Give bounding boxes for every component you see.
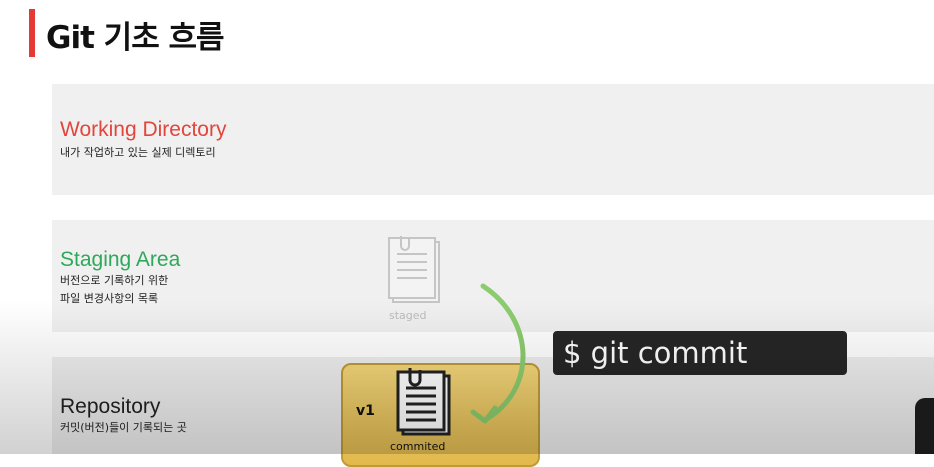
- commit-arrow-icon: [470, 283, 526, 424]
- document-icon: [396, 368, 451, 436]
- repository-label: Repository: [60, 395, 161, 418]
- document-icon: [388, 236, 440, 303]
- title-accent-bar: [29, 9, 35, 57]
- working-directory-band: [52, 84, 934, 195]
- staging-area-band: [52, 220, 934, 332]
- command-text: $ git commit: [563, 336, 748, 370]
- staging-area-desc: 버전으로 기록하기 위한 파일 변경사항의 목록: [60, 272, 168, 308]
- staged-label: staged: [389, 309, 427, 322]
- repository-desc: 커밋(버전)들이 기록되는 곳: [60, 419, 187, 437]
- commited-label: commited: [390, 440, 446, 453]
- staging-area-desc-line-1: 버전으로 기록하기 위한: [60, 274, 169, 287]
- slide-title: Git 기초 흐름: [46, 20, 225, 56]
- git-commit-command: $ git commit: [553, 331, 847, 375]
- staging-area-label: Staging Area: [60, 248, 181, 271]
- working-directory-desc-line: 내가 작업하고 있는 실제 디렉토리: [60, 146, 216, 159]
- working-directory-desc: 내가 작업하고 있는 실제 디렉토리: [60, 144, 216, 162]
- working-directory-label: Working Directory: [60, 118, 227, 141]
- corner-shadow: [915, 398, 934, 454]
- repository-desc-line: 커밋(버전)들이 기록되는 곳: [60, 421, 187, 434]
- staging-area-desc-line-2: 파일 변경사항의 목록: [60, 292, 159, 305]
- version-label: v1: [356, 403, 375, 419]
